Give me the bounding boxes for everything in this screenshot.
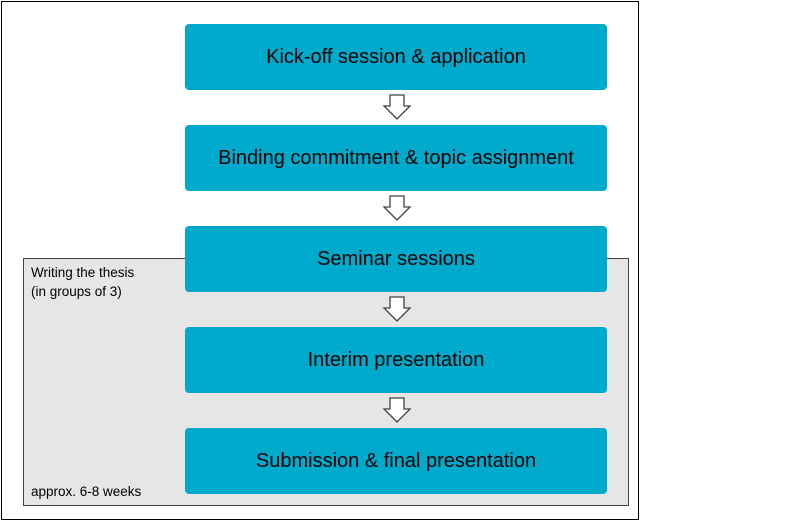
- group-title: Writing the thesis: [31, 265, 135, 280]
- group-subtitle: (in groups of 3): [31, 284, 122, 299]
- down-arrow-icon: [382, 296, 412, 322]
- step-kickoff: Kick-off session & application: [185, 24, 607, 90]
- down-arrow-icon: [382, 195, 412, 221]
- step-interim-presentation: Interim presentation: [185, 327, 607, 393]
- step-binding-commitment: Binding commitment & topic assignment: [185, 125, 607, 191]
- step-final-presentation: Submission & final presentation: [185, 428, 607, 494]
- down-arrow-icon: [382, 94, 412, 120]
- step-seminar-sessions: Seminar sessions: [185, 226, 607, 292]
- down-arrow-icon: [382, 397, 412, 423]
- group-duration: approx. 6-8 weeks: [31, 484, 142, 499]
